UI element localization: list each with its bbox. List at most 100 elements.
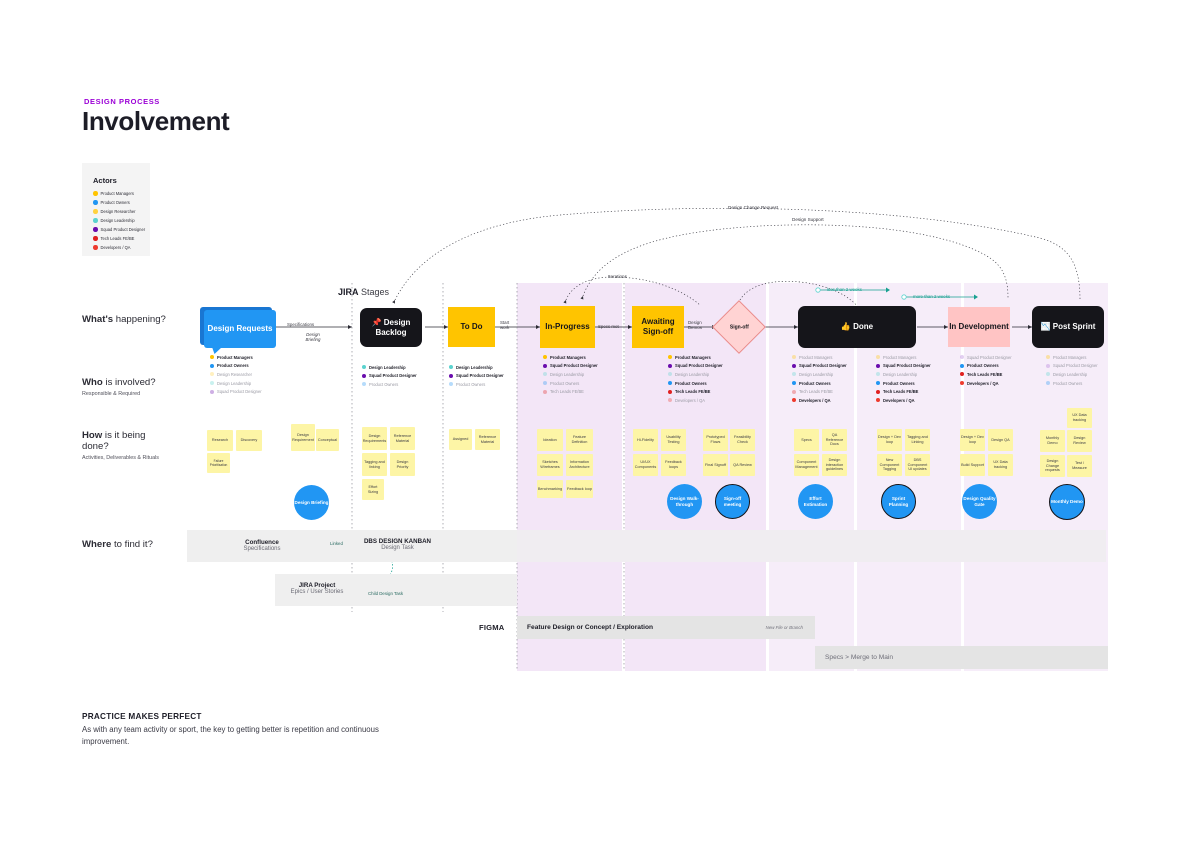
ritual-circle[interactable]: Monthly Demo [1049, 484, 1085, 520]
sticky-note[interactable]: Feedback loop [566, 480, 593, 498]
page-title: Involvement [82, 106, 230, 136]
row-label-how: How is it being done? Activities, Delive… [82, 430, 172, 461]
sticky-note[interactable]: Feasibility Check [730, 429, 755, 451]
sticky-note[interactable]: Build Support [960, 454, 985, 476]
sticky-note[interactable]: Design Requirement [291, 424, 315, 451]
sticky-note[interactable]: Design + Dev loop [960, 429, 985, 451]
pin-icon: 📌 [371, 317, 382, 327]
sticky-note[interactable]: Design Requirements [362, 427, 387, 450]
sticky-note[interactable]: Prototyped Flows [703, 429, 728, 451]
sticky-note[interactable]: New Component Tagging [877, 454, 902, 476]
sticky-note[interactable]: Tagging and linking [362, 453, 387, 476]
sticky-note[interactable]: Information Architecture [566, 454, 593, 476]
actor-row: Developers / QA [960, 379, 1012, 388]
figma-bar-specs-merge[interactable]: Specs > Merge to Main [815, 646, 1108, 669]
legend-label: Tech Leads FE/BE [100, 236, 135, 241]
stage-design-backlog[interactable]: 📌 Design Backlog [360, 308, 422, 347]
sticky-note[interactable]: Conceptual [316, 429, 339, 451]
sticky-note[interactable]: DBS Component UI updates [905, 454, 930, 476]
actor-label: Tech Leads FE/BE [675, 389, 711, 395]
sticky-note[interactable]: Tagging and Linking [905, 429, 930, 451]
sticky-note[interactable]: Specs [794, 429, 819, 451]
actor-dot-icon [1046, 363, 1050, 368]
ritual-circle[interactable]: Sprint Planning [881, 484, 916, 519]
where-jira-title: JIRA Project [298, 582, 336, 589]
actor-row: Design Leadership [668, 370, 723, 379]
stage-to-do[interactable]: To Do [448, 307, 495, 347]
row-label-who: Who is involved? Responsible & Required [82, 377, 156, 397]
sticky-note[interactable]: Design Change requests [1040, 455, 1065, 477]
jira-stages-label: JIRA Stages [338, 287, 390, 297]
sticky-note[interactable]: Failure Prioritisation [207, 453, 230, 473]
stage-done[interactable]: 👍 Done [798, 306, 916, 348]
sticky-note[interactable]: Discovery [236, 430, 262, 451]
where-jira[interactable]: JIRA Project Epics / User Stories [277, 582, 357, 595]
actor-label: Tech Leads FE/BE [883, 389, 919, 395]
actor-label: Design Leadership [369, 364, 406, 370]
actor-label: Product Managers [1053, 354, 1087, 360]
sticky-note[interactable]: Usability Testing [661, 429, 686, 451]
stage-awaiting-signoff[interactable]: Awaiting Sign-off [632, 306, 684, 348]
actor-dot-icon [668, 355, 672, 360]
sticky-note[interactable]: UI/UX Components [633, 454, 658, 476]
sticky-note[interactable]: UX Data tracking [1067, 408, 1092, 428]
legend-dot-icon [93, 209, 98, 214]
sticky-note[interactable]: Monthly Demo [1040, 430, 1065, 452]
sticky-note[interactable]: UX Data tracking [988, 454, 1013, 476]
ritual-circle[interactable]: Effort Estimation [798, 484, 833, 519]
sticky-note[interactable]: Test / Measure [1067, 455, 1092, 477]
sticky-note[interactable]: Ideation [537, 429, 563, 451]
actor-dot-icon [960, 381, 964, 386]
sticky-note[interactable]: Design Priority [390, 453, 415, 476]
sticky-note[interactable]: Design + Dev loop [877, 429, 902, 451]
sticky-note[interactable]: Reference Material [475, 429, 500, 450]
stage-design-requests[interactable]: Design Requests [200, 307, 276, 354]
stage-post-sprint[interactable]: 📉 Post Sprint [1032, 306, 1104, 348]
where-kanban-sub: Design Task [381, 545, 414, 551]
actor-dot-icon [876, 355, 880, 360]
sticky-note[interactable]: Hi-Fidelity [633, 429, 658, 451]
sticky-note[interactable]: Sketches Wireframes [537, 454, 563, 476]
where-kanban[interactable]: DBS DESIGN KANBAN Design Task [360, 538, 435, 551]
stage-in-development[interactable]: In Development [948, 307, 1010, 347]
sticky-note[interactable]: Reference Material [390, 427, 415, 450]
legend-dot-icon [93, 245, 98, 250]
ritual-circle[interactable]: Sign-off meeting [715, 484, 750, 519]
sticky-note[interactable]: QA Review [730, 454, 755, 476]
actor-label: Product Owners [1053, 380, 1083, 386]
sticky-note[interactable]: Feature Definition [566, 429, 593, 451]
sticky-note[interactable]: Benchmarking [537, 480, 563, 498]
where-confluence[interactable]: Confluence Specifications [222, 539, 302, 552]
sticky-note[interactable]: Design interaction guidelines [822, 454, 847, 476]
ritual-circle[interactable]: Design Briefing [294, 485, 329, 520]
legend-item: Product Owners [93, 198, 145, 207]
actor-label: Design Researcher [217, 371, 253, 377]
ritual-circle[interactable]: Design Walk-through [667, 484, 702, 519]
sticky-note[interactable]: Final Signoff [703, 454, 728, 476]
legend-label: Product Owners [100, 200, 130, 205]
figma-bar-feature-design[interactable]: Feature Design or Concept / Exploration … [517, 616, 815, 639]
actor-label: Product Managers [550, 354, 586, 360]
stage-label-done: Done [853, 322, 874, 331]
actor-row: Product Owners [792, 379, 847, 388]
sticky-note[interactable]: Component Management [794, 454, 819, 476]
sticky-note[interactable]: Feedback loops [661, 454, 686, 476]
ritual-circle[interactable]: Design Quality Gate [962, 484, 997, 519]
actor-row: Product Owners [543, 379, 598, 388]
sticky-note[interactable]: Design QA [988, 429, 1013, 451]
actor-label: Product Owners [967, 363, 999, 369]
actor-dot-icon [1046, 355, 1050, 360]
actor-dot-icon [449, 365, 453, 370]
stage-in-progress[interactable]: In-Progress [540, 306, 595, 348]
actor-label: Design Leadership [217, 380, 252, 386]
actor-row: Product Owners [668, 379, 723, 388]
sticky-note[interactable]: Effort Sizing [362, 479, 384, 500]
actor-label: Squad Product Designer [550, 363, 598, 369]
sticky-note[interactable]: QA Reference Docs [822, 429, 847, 451]
sticky-note[interactable]: Assigned [449, 429, 472, 450]
actor-row: Squad Product Designer [543, 362, 598, 371]
sticky-note[interactable]: Design Review [1067, 430, 1092, 452]
actor-dot-icon [668, 363, 672, 368]
sticky-note[interactable]: Research [207, 430, 233, 451]
